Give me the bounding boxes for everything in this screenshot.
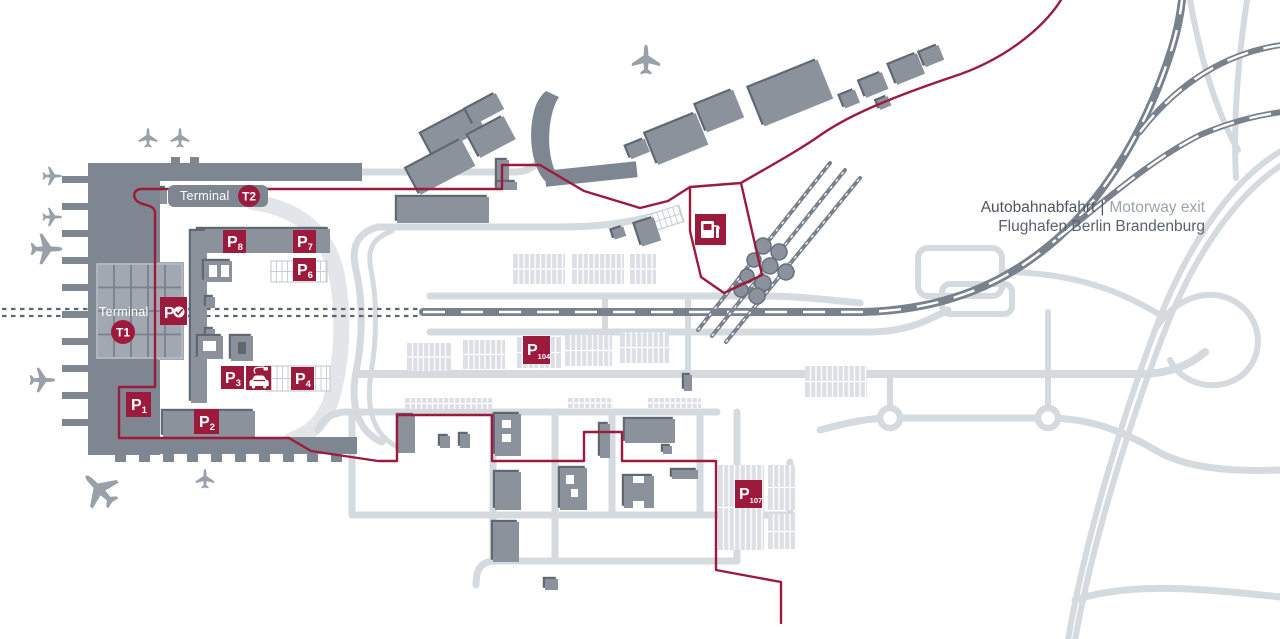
svg-text:P7: P7 [297, 234, 313, 253]
parking-stall-lines [805, 366, 867, 397]
parking-badge-p3[interactable]: P3 [221, 366, 244, 389]
airplane-icon [42, 207, 62, 227]
parking-badge-p8[interactable]: P8 [223, 230, 246, 253]
terminal-1-label[interactable]: Terminal T1 [99, 305, 149, 344]
parking-badge-p2[interactable]: P2 [194, 409, 219, 434]
parking-garage-strip [191, 231, 207, 403]
svg-text:Autobahnabfahrt|Motorway exit: Autobahnabfahrt|Motorway exit [981, 199, 1206, 216]
parking-stall-lines [620, 332, 669, 363]
parking-stall-lines [648, 398, 701, 408]
fuel-station-badge[interactable] [695, 214, 726, 245]
route-line-north [500, 163, 692, 210]
route-line-west [117, 187, 783, 625]
svg-text:P8: P8 [227, 234, 243, 253]
svg-text:P107: P107 [739, 486, 762, 505]
airplane-icon [170, 128, 190, 148]
airplane-icon [138, 128, 158, 148]
terminal-2-label[interactable]: Terminal T2 [168, 185, 268, 207]
svg-text:T2: T2 [242, 190, 256, 204]
parking-badge-p4[interactable]: P4 [291, 367, 314, 390]
parking-badge-p104[interactable]: P104 [523, 336, 551, 364]
checkmark-circle-icon [173, 306, 185, 318]
airplane-icon [631, 44, 661, 75]
parking-badge-p6[interactable]: P6 [293, 258, 316, 281]
terminal-t1-building [62, 91, 638, 462]
parking-stall-lines [572, 254, 624, 284]
svg-text:P: P [164, 305, 175, 322]
fuel-pump-icon [701, 221, 720, 238]
parking-badge-p1[interactable]: P1 [126, 392, 151, 417]
svg-text:P104: P104 [527, 342, 551, 361]
airplane-icon [30, 233, 63, 265]
railyard-track [724, 176, 862, 344]
jet-bridges-west [62, 176, 88, 426]
parking-stall-lines [630, 254, 656, 284]
motorway-exit-label: Autobahnabfahrt|Motorway exit Flughafen … [981, 199, 1206, 235]
car-with-plug-icon [249, 366, 269, 389]
parking-stall-lines [463, 340, 505, 369]
railway-dashes [1139, 44, 1280, 133]
parking-stall-lines [568, 398, 613, 408]
parking-booking-badge[interactable]: P [160, 297, 187, 325]
svg-text:T1: T1 [116, 326, 130, 340]
parking-badge-p107[interactable]: P107 [735, 480, 762, 508]
parking-stall-lines [768, 465, 795, 510]
airplane-icon [42, 166, 62, 186]
fuel-tank-farm [733, 237, 795, 305]
route-line-northeast [739, 0, 1063, 185]
svg-text:Terminal: Terminal [99, 305, 149, 319]
ev-charging-badge[interactable] [246, 366, 271, 390]
railway-dashes [1057, 111, 1280, 239]
parking-stall-lines [768, 514, 795, 549]
parking-stall-lines [405, 398, 492, 409]
parking-badge-p7[interactable]: P7 [293, 230, 316, 253]
svg-text:P1: P1 [131, 397, 148, 416]
svg-text:P6: P6 [297, 262, 313, 281]
curved-pier [531, 91, 562, 181]
roundabout [876, 404, 904, 432]
svg-text:Flughafen Berlin Brandenburg: Flughafen Berlin Brandenburg [998, 218, 1205, 235]
svg-text:P3: P3 [225, 370, 241, 389]
parking-stall-lines [565, 335, 612, 366]
airplane-icon [72, 462, 127, 517]
airplane-icon [195, 469, 215, 489]
buildings-layer [114, 43, 945, 590]
parking-stall-lines [513, 254, 565, 284]
svg-text:P4: P4 [295, 371, 312, 390]
railway-dashes [423, 0, 1184, 314]
access-route [117, 0, 1063, 625]
svg-text:P2: P2 [199, 414, 215, 433]
parking-stall-lines [407, 343, 451, 371]
roundabout [1034, 404, 1062, 432]
airplane-icon [29, 367, 56, 393]
svg-text:Terminal: Terminal [180, 189, 230, 203]
terminal-north-pier [122, 163, 362, 181]
jet-bridges-south [115, 453, 342, 462]
